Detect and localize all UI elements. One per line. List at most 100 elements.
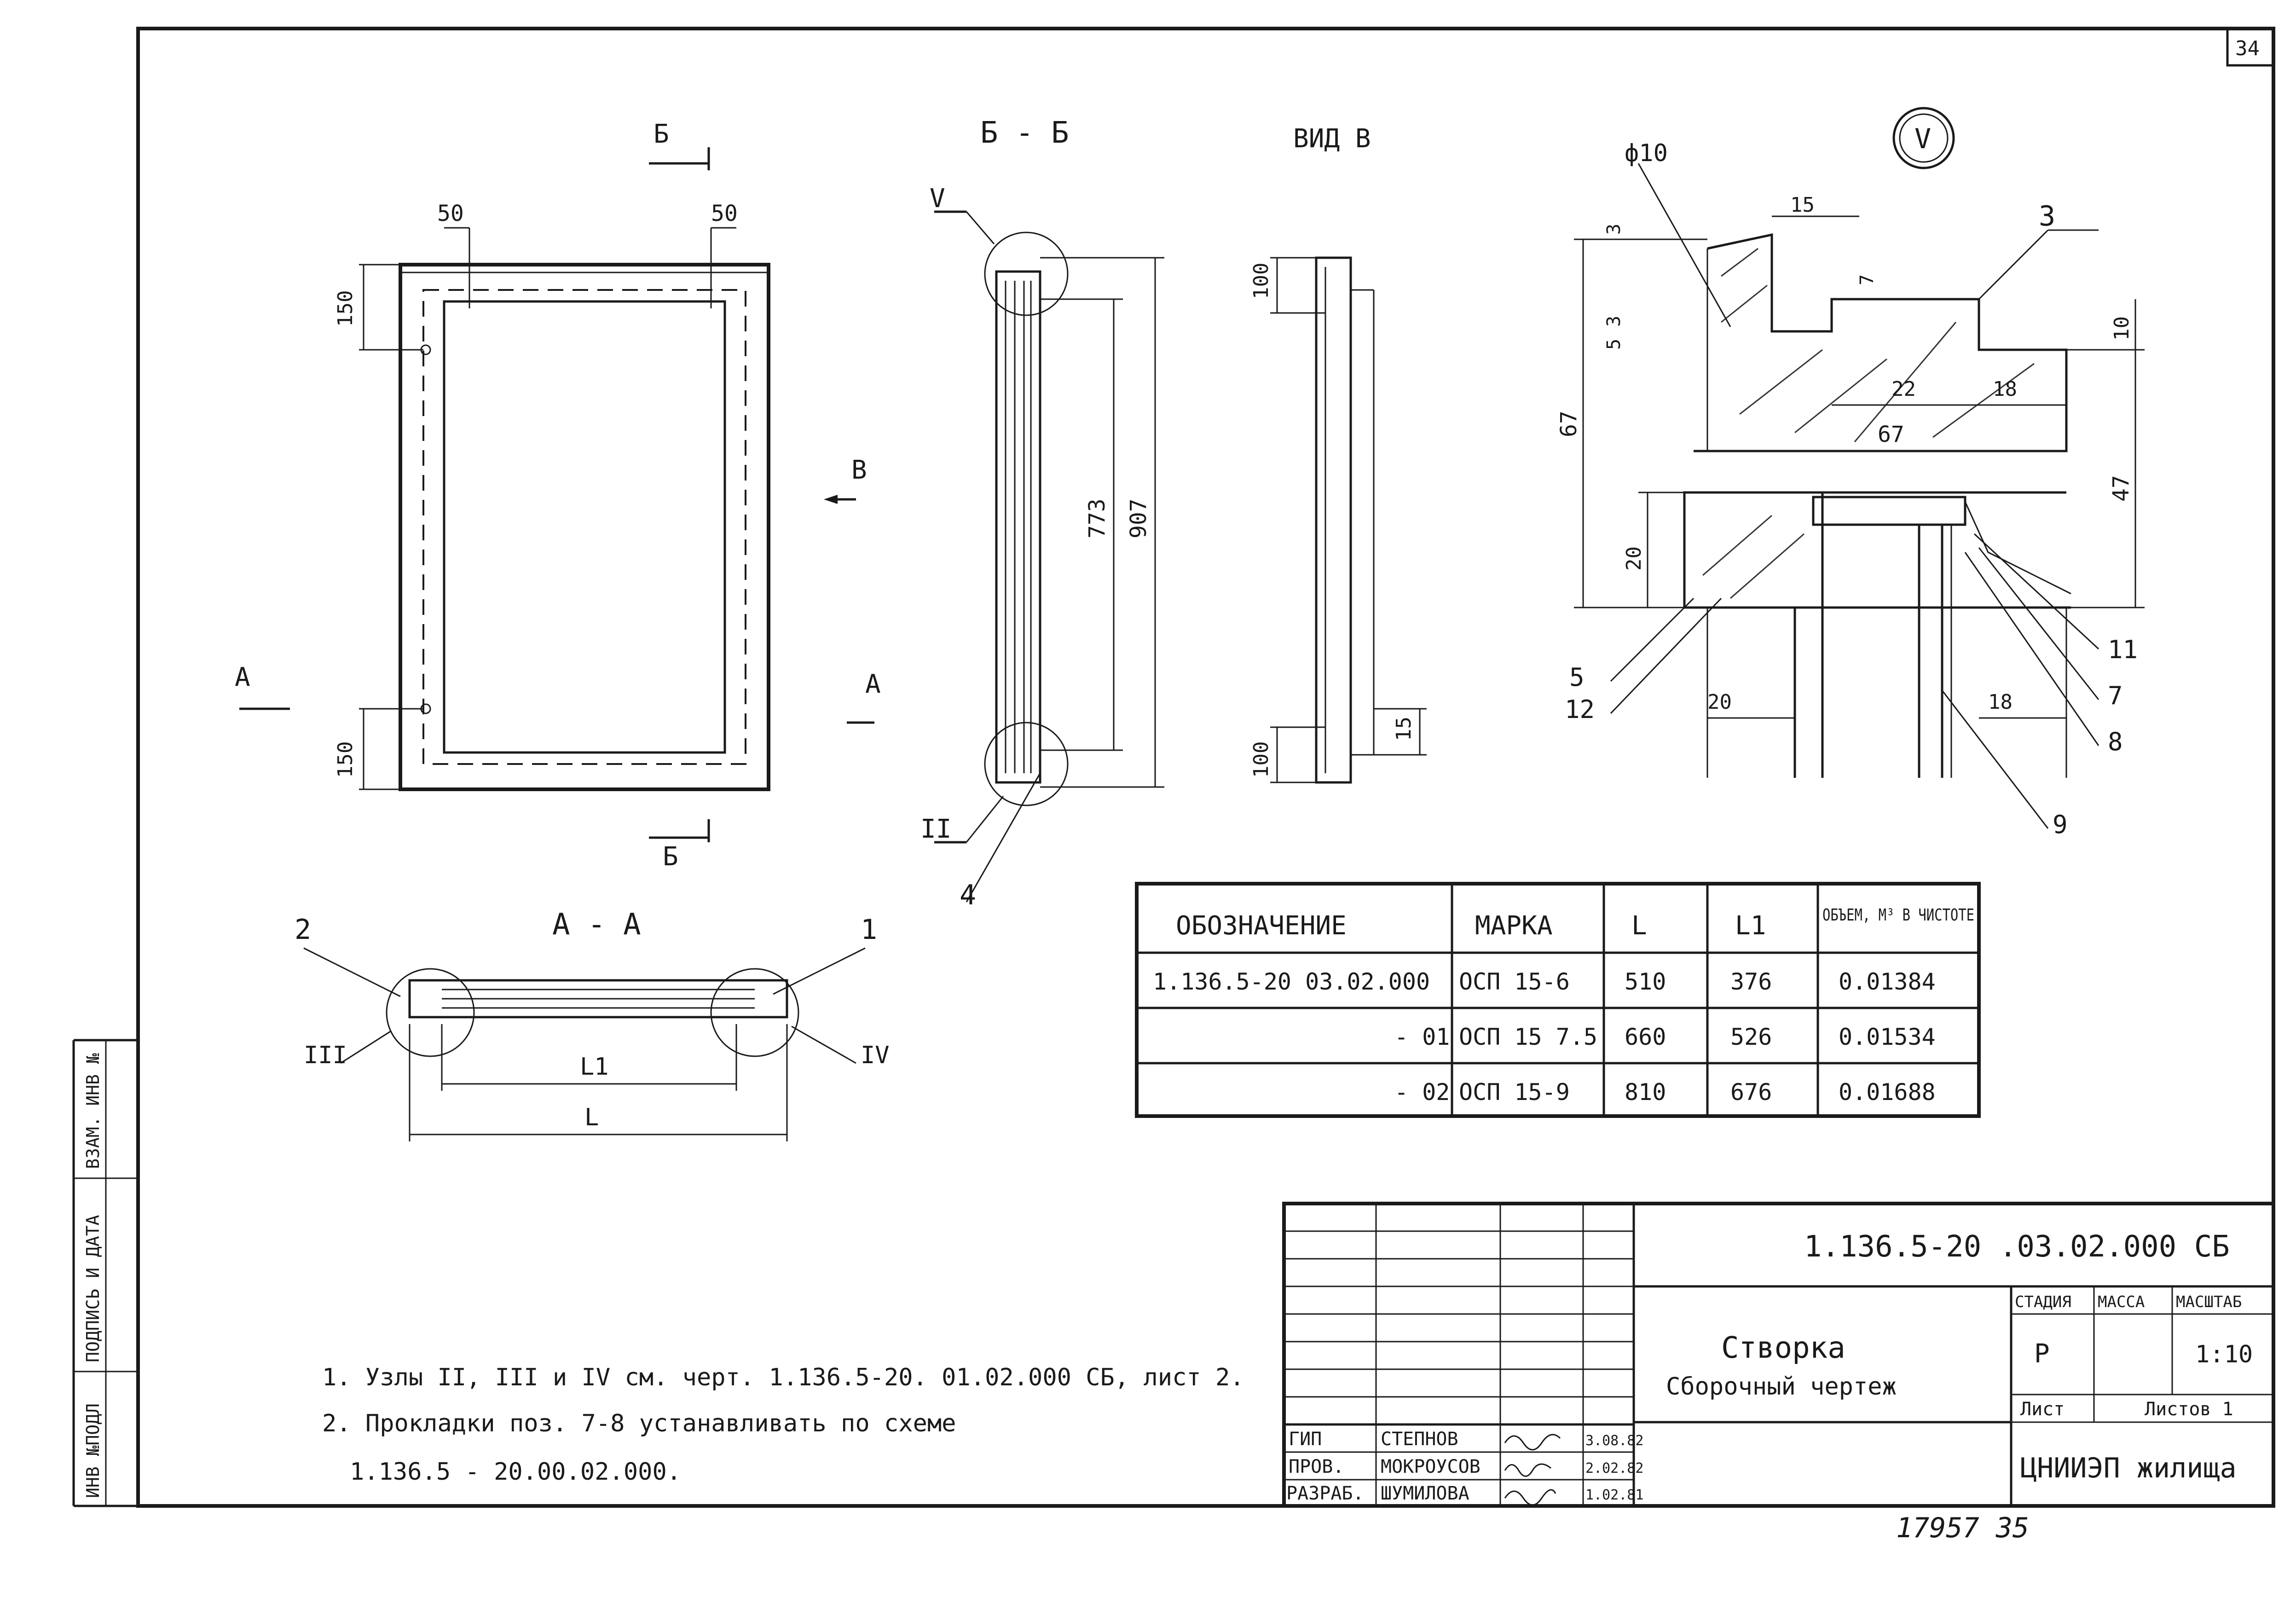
- spec-header-mark: МАРКА: [1475, 911, 1553, 941]
- detail-v-title: V: [1914, 123, 1931, 155]
- spec-header-l: L: [1631, 911, 1647, 941]
- spec-row-3-l: 810: [1625, 1079, 1666, 1106]
- plan-section-a-left: А: [235, 662, 250, 692]
- detail-v-dim-67-vert: 67: [1556, 411, 1582, 437]
- detail-v-dim-5: 5: [1603, 339, 1625, 350]
- view-v-dim-100-bottom: 100: [1249, 741, 1273, 778]
- spec-row-3-volume: 0.01688: [1839, 1079, 1936, 1106]
- view-v: [1270, 256, 1427, 784]
- spec-row-1-designation: 1.136.5-20 03.02.000: [1153, 968, 1430, 995]
- role-gip: ГИП: [1289, 1429, 1322, 1450]
- role-razrab: РАЗРАБ.: [1286, 1483, 1364, 1504]
- view-v-dim-100-top: 100: [1249, 263, 1273, 299]
- spec-row-1-volume: 0.01384: [1839, 968, 1936, 995]
- spec-header-l1: L1: [1735, 911, 1766, 941]
- title-block-stage-value: Р: [2034, 1339, 2050, 1369]
- spec-row-2-designation: - 01: [1394, 1024, 1450, 1050]
- section-aa-dim-l: L: [584, 1104, 599, 1131]
- section-aa-dim-l1: L1: [580, 1053, 609, 1081]
- stamp-vzam-inv: ВЗАМ. ИНВ №: [83, 1053, 103, 1169]
- signatures: [1504, 1434, 1561, 1506]
- note-3: 1.136.5 - 20.00.02.000.: [350, 1458, 681, 1486]
- spec-row-3-l1: 676: [1730, 1079, 1772, 1106]
- detail-v-callout-9: 9: [2053, 810, 2068, 839]
- spec-table-grid: [1135, 882, 1981, 1118]
- title-block-stage-label: СТАДИЯ: [2015, 1293, 2071, 1311]
- stamp-signature-date: ПОДПИСЬ И ДАТА: [83, 1215, 103, 1362]
- detail-v-dim-18-bottom: 18: [1988, 690, 2013, 714]
- plan-view: [239, 147, 874, 842]
- view-v-arrow-label: В: [851, 455, 867, 485]
- date-razrab: 1.02.81: [1585, 1487, 1643, 1503]
- role-prov: ПРОВ.: [1289, 1456, 1344, 1477]
- detail-v-dim-3-mid: 3: [1603, 316, 1625, 327]
- name-prov: МОКРОУСОВ: [1381, 1456, 1481, 1477]
- detail-v-dim-22: 22: [1891, 377, 1916, 401]
- title-block-scale-label: МАСШТАБ: [2176, 1293, 2242, 1311]
- title-block-name-2: Сборочный чертеж: [1666, 1373, 1897, 1401]
- detail-v-dim-10: 10: [2110, 316, 2134, 341]
- section-aa: [303, 947, 866, 1141]
- spec-row-3-designation: - 02: [1394, 1079, 1450, 1106]
- plan-dim-150-bottom: 150: [334, 741, 357, 778]
- title-block-scale-value: 1:10: [2195, 1341, 2253, 1368]
- spec-header-volume: ОБЪЕМ, М³ В ЧИСТОТЕ: [1822, 906, 1974, 925]
- spec-row-1-l1: 376: [1730, 968, 1772, 995]
- note-2: 2. Прокладки поз. 7-8 устанавливать по с…: [322, 1410, 956, 1437]
- detail-v-dim-47: 47: [2108, 475, 2134, 502]
- note-1: 1. Узлы II, III и IV см. черт. 1.136.5-2…: [322, 1364, 1244, 1391]
- plan-dim-150-top: 150: [334, 290, 357, 327]
- section-bb-title: Б - Б: [980, 116, 1069, 150]
- spec-row-3-mark: ОСП 15-9: [1459, 1079, 1570, 1106]
- plan-dim-50-left: 50: [437, 201, 464, 226]
- title-block-mass-label: МАССА: [2098, 1293, 2145, 1311]
- section-bb-dim-773: 773: [1084, 498, 1110, 538]
- section-bb-node-ii: II: [920, 814, 951, 844]
- spec-row-2-mark: ОСП 15 7.5: [1459, 1024, 1597, 1050]
- detail-v-dim-7: 7: [1856, 274, 1878, 285]
- section-bb-callout-4: 4: [960, 879, 976, 911]
- detail-v-phi: ф10: [1625, 139, 1668, 167]
- spec-row-2-l: 660: [1625, 1024, 1666, 1050]
- detail-v-callout-5: 5: [1569, 663, 1585, 692]
- date-gip: 3.08.82: [1585, 1433, 1643, 1449]
- title-block-code: 1.136.5-20 .03.02.000 СБ: [1804, 1230, 2230, 1264]
- plan-section-b-bottom: Б: [663, 842, 678, 872]
- title-block-grid: [1282, 1202, 2275, 1508]
- section-aa-title: А - А: [552, 908, 641, 942]
- footer-numbers: 17957 35: [1896, 1512, 2029, 1544]
- plan-section-a-right: А: [865, 669, 881, 699]
- date-prov: 2.02.82: [1585, 1460, 1643, 1476]
- spec-row-2-volume: 0.01534: [1839, 1024, 1936, 1050]
- detail-v-callout-7: 7: [2108, 681, 2123, 710]
- title-block-sheet-label: Лист: [2020, 1399, 2065, 1420]
- section-aa-node-iv: IV: [861, 1042, 890, 1069]
- view-v-title: ВИД В: [1293, 124, 1371, 154]
- detail-v-dim-20-horiz: 20: [1707, 690, 1732, 714]
- plan-dim-50-right: 50: [711, 201, 738, 226]
- spec-row-1-l: 510: [1625, 968, 1666, 995]
- detail-v-dim-67-horiz: 67: [1878, 422, 1904, 447]
- spec-row-2-l1: 526: [1730, 1024, 1772, 1050]
- detail-v-dim-18-top: 18: [1993, 377, 2017, 401]
- section-aa-node-iii: III: [304, 1042, 347, 1069]
- section-bb-node-v: V: [930, 184, 945, 214]
- detail-v-callout-11: 11: [2108, 635, 2138, 664]
- spec-row-1-mark: ОСП 15-6: [1459, 968, 1570, 995]
- stamp-inv-podl: ИНВ №ПОДЛ: [83, 1403, 103, 1498]
- spec-header-designation: ОБОЗНАЧЕНИЕ: [1176, 911, 1347, 941]
- title-block-org: ЦНИИЭП жилища: [2020, 1452, 2237, 1484]
- name-razrab: ШУМИЛОВА: [1381, 1483, 1469, 1504]
- view-v-dim-15: 15: [1392, 717, 1416, 741]
- detail-v-dim-3-top: 3: [1603, 224, 1625, 235]
- detail-v-dim-15: 15: [1790, 193, 1815, 217]
- detail-v: [1574, 107, 2145, 829]
- sheet-frame: [72, 27, 2275, 1508]
- sheet-number: 34: [2235, 37, 2260, 60]
- name-gip: СТЕПНОВ: [1381, 1429, 1458, 1450]
- section-aa-callout-2: 2: [295, 914, 311, 946]
- section-bb: [934, 210, 1164, 903]
- title-block-name-1: Створка: [1721, 1331, 1845, 1365]
- detail-v-callout-12: 12: [1565, 695, 1595, 724]
